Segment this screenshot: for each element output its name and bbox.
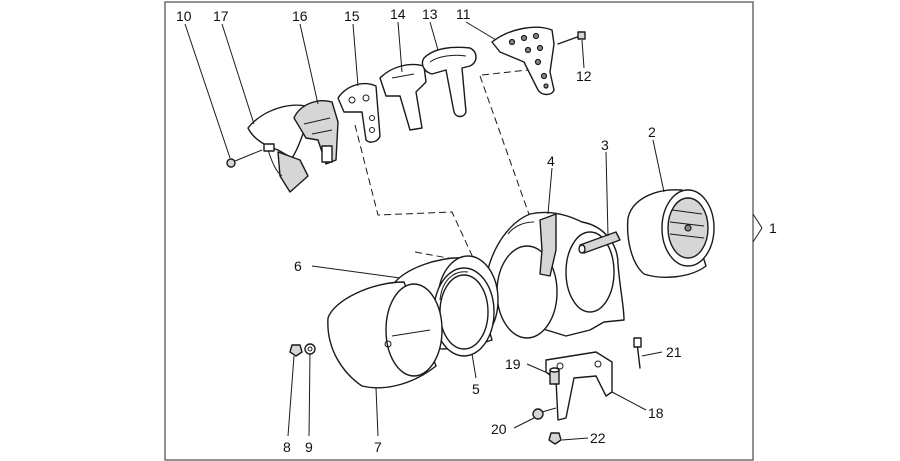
part-11-perforated-plate (491, 26, 555, 96)
part-2-gauge (626, 189, 715, 278)
part-16-gasket (293, 100, 339, 165)
part-5-ring (433, 267, 495, 357)
part-9-washer (304, 343, 316, 355)
part-14-bracket (379, 63, 427, 131)
callout-7: 7 (374, 439, 382, 455)
callout-10: 10 (176, 8, 192, 24)
callout-15: 15 (344, 8, 360, 24)
part-15-bracket (337, 82, 381, 143)
part-22-nut (548, 432, 562, 445)
part-4-mounting-plate (485, 211, 625, 339)
callout-12: 12 (576, 68, 592, 84)
callout-16: 16 (292, 8, 308, 24)
callout-20: 20 (491, 421, 507, 437)
callout-22: 22 (590, 430, 606, 446)
part-3-spacer (578, 231, 621, 254)
callout-21: 21 (666, 344, 682, 360)
diagram-frame (164, 1, 754, 461)
part-19-spacer (549, 367, 560, 385)
callout-5: 5 (472, 381, 480, 397)
part-8-nut (289, 344, 303, 357)
callout-3: 3 (601, 137, 609, 153)
part-10-screw (226, 149, 263, 168)
leader-lines (184, 21, 665, 441)
part-7-outer-cylinder (327, 281, 443, 389)
callout-17: 17 (213, 8, 229, 24)
callout-14: 14 (390, 6, 406, 22)
part-18-lower-bracket (545, 351, 613, 421)
callout-8: 8 (283, 439, 291, 455)
part-12-bolt (557, 31, 586, 45)
part-20-screw (532, 407, 557, 420)
callout-1: 1 (769, 220, 777, 236)
callout-9: 9 (305, 439, 313, 455)
callout-4: 4 (547, 153, 555, 169)
callout-18: 18 (648, 405, 664, 421)
assembly-bracket (752, 213, 763, 243)
part-21-bolt (633, 337, 642, 369)
callout-11: 11 (456, 6, 471, 22)
callout-13: 13 (422, 6, 438, 22)
callout-2: 2 (648, 124, 656, 140)
part-13-t-bracket (421, 46, 477, 118)
callout-6: 6 (294, 258, 302, 274)
callout-19: 19 (505, 356, 521, 372)
